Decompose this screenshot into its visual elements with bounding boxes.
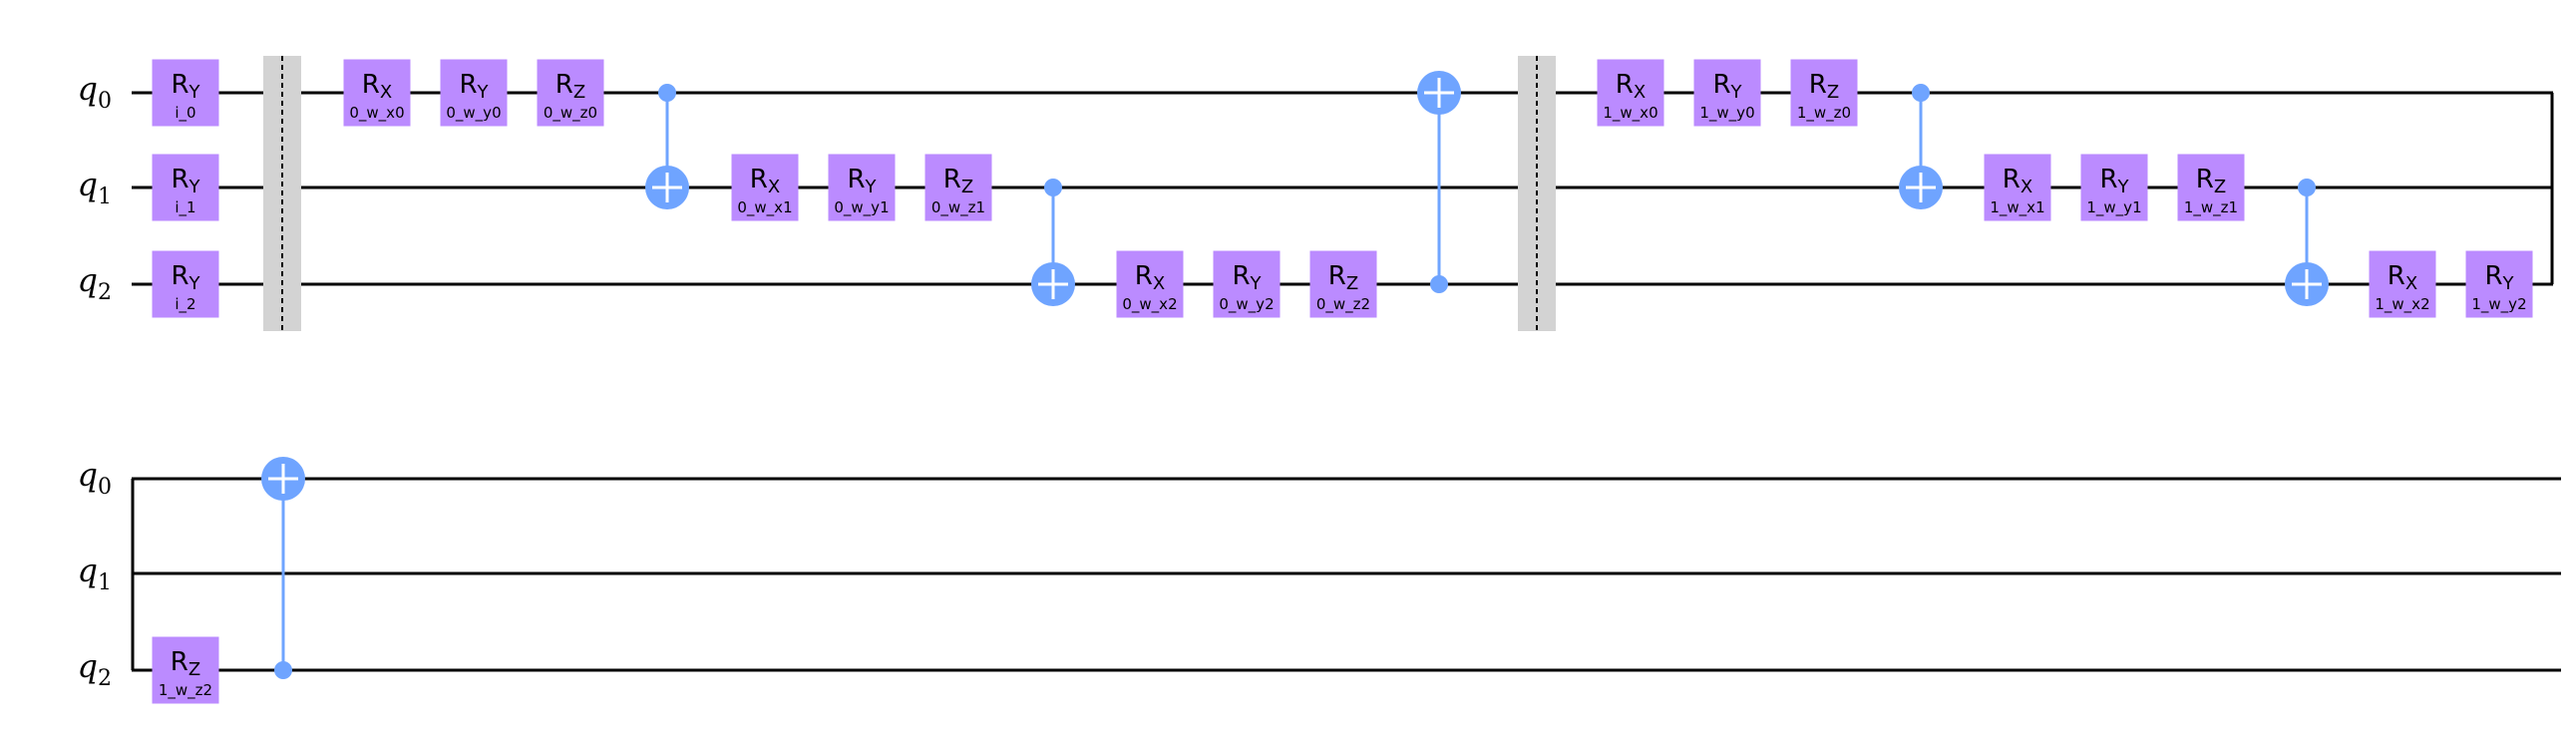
svg-text:0_w_z2: 0_w_z2	[1316, 295, 1370, 314]
svg-text:1_w_y0: 1_w_y0	[1699, 104, 1754, 123]
svg-text:RZ: RZ	[171, 647, 200, 680]
svg-text:RY: RY	[2099, 165, 2129, 197]
control-dot	[274, 661, 292, 679]
svg-text:i_0: i_0	[175, 104, 195, 123]
qubit-label-q2: q2	[78, 261, 112, 305]
rotation-gate: RZ 1_w_z2	[152, 636, 219, 704]
svg-text:0_w_x2: 0_w_x2	[1122, 295, 1177, 314]
rotation-gate: RY i_0	[152, 59, 219, 127]
rotation-gate: RZ 0_w_z2	[1309, 250, 1377, 318]
svg-text:RY: RY	[459, 70, 489, 103]
rotation-gate: RX 0_w_x0	[343, 59, 411, 127]
svg-text:i_1: i_1	[175, 198, 195, 217]
cnot-gate	[645, 84, 689, 209]
svg-text:1_w_x0: 1_w_x0	[1603, 104, 1657, 123]
barrier	[263, 56, 301, 331]
control-dot	[658, 84, 676, 102]
rotation-gate: RY i_2	[152, 250, 219, 318]
svg-text:RY: RY	[171, 165, 200, 197]
rotation-gate: RX 0_w_x1	[731, 154, 799, 221]
svg-text:RY: RY	[1232, 261, 1262, 294]
rotation-gate: RZ 1_w_z0	[1790, 59, 1858, 127]
svg-text:RX: RX	[2388, 261, 2417, 294]
svg-text:1_w_y1: 1_w_y1	[2086, 198, 2141, 217]
qubit-label-q0: q0	[78, 70, 112, 114]
rotation-gate: RX 1_w_x2	[2369, 250, 2436, 318]
svg-text:0_w_y1: 0_w_y1	[834, 198, 889, 217]
svg-text:RY: RY	[1712, 70, 1742, 103]
svg-text:RX: RX	[1616, 70, 1646, 103]
svg-text:1_w_z2: 1_w_z2	[159, 681, 212, 700]
svg-text:RZ: RZ	[1328, 261, 1358, 294]
svg-text:RY: RY	[171, 261, 200, 294]
control-dot	[2298, 179, 2316, 196]
rotation-gate: RZ 0_w_z0	[537, 59, 604, 127]
svg-text:RZ: RZ	[943, 165, 973, 197]
svg-text:0_w_x0: 0_w_x0	[349, 104, 404, 123]
barrier	[1518, 56, 1556, 331]
svg-text:0_w_x1: 0_w_x1	[737, 198, 792, 217]
qubit-label-q1: q1	[78, 552, 112, 595]
control-dot	[1430, 275, 1448, 293]
svg-text:0_w_z1: 0_w_z1	[931, 198, 985, 217]
svg-text:1_w_y2: 1_w_y2	[2471, 295, 2526, 314]
rotation-gate: RY 1_w_y0	[1693, 59, 1761, 127]
rotation-gate: RZ 1_w_z1	[2177, 154, 2245, 221]
svg-text:RY: RY	[847, 165, 877, 197]
circuit-row-2: q0 q1 q2 RZ 1_w_z2	[78, 456, 2561, 704]
circuit-row-1: q0 q1 q2 RY i_0 RY i_1 RY	[78, 56, 2554, 331]
rotation-gate: RY 0_w_y2	[1213, 250, 1281, 318]
svg-text:1_w_x1: 1_w_x1	[1990, 198, 2044, 217]
svg-text:0_w_z0: 0_w_z0	[544, 104, 597, 123]
control-dot	[1044, 179, 1062, 196]
cnot-gate	[1899, 84, 1943, 209]
qubit-label-q2: q2	[78, 647, 112, 691]
svg-text:0_w_y2: 0_w_y2	[1219, 295, 1274, 314]
qubit-label-q0: q0	[78, 456, 112, 500]
svg-text:1_w_z1: 1_w_z1	[2184, 198, 2238, 217]
rotation-gate: RX 1_w_x1	[1984, 154, 2051, 221]
svg-text:0_w_y0: 0_w_y0	[446, 104, 501, 123]
rotation-gate: RX 1_w_x0	[1597, 59, 1664, 127]
svg-text:RZ: RZ	[555, 70, 585, 103]
svg-text:RY: RY	[171, 70, 200, 103]
rotation-gate: RX 0_w_x2	[1116, 250, 1184, 318]
svg-text:RZ: RZ	[2196, 165, 2226, 197]
cnot-gate	[261, 457, 305, 679]
svg-text:i_2: i_2	[175, 295, 195, 314]
svg-text:RX: RX	[2003, 165, 2032, 197]
svg-text:RX: RX	[750, 165, 780, 197]
cnot-gate	[1417, 71, 1461, 293]
qubit-label-q1: q1	[78, 166, 112, 209]
control-dot	[1912, 84, 1930, 102]
svg-text:RX: RX	[362, 70, 392, 103]
svg-text:RY: RY	[2484, 261, 2514, 294]
svg-text:RX: RX	[1135, 261, 1165, 294]
rotation-gate: RZ 0_w_z1	[924, 154, 992, 221]
rotation-gate: RY 1_w_y2	[2465, 250, 2533, 318]
cnot-gate	[2285, 179, 2329, 306]
rotation-gate: RY 1_w_y1	[2080, 154, 2148, 221]
svg-text:RZ: RZ	[1809, 70, 1839, 103]
cnot-gate	[1031, 179, 1075, 306]
rotation-gate: RY 0_w_y1	[828, 154, 896, 221]
svg-text:1_w_z0: 1_w_z0	[1797, 104, 1851, 123]
svg-text:1_w_x2: 1_w_x2	[2375, 295, 2429, 314]
rotation-gate: RY 0_w_y0	[440, 59, 508, 127]
rotation-gate: RY i_1	[152, 154, 219, 221]
